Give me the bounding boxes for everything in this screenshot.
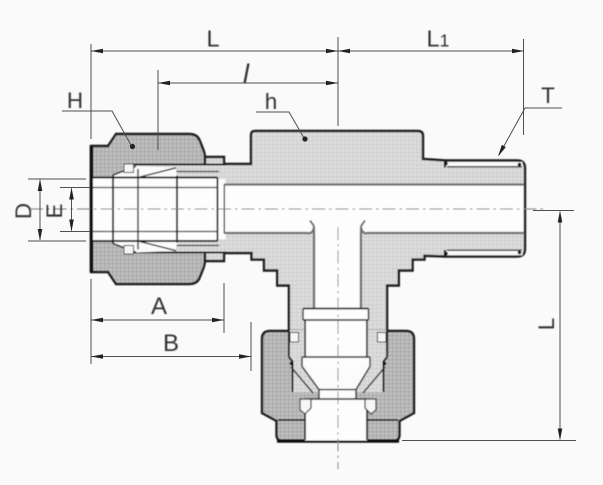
svg-text:D: D [11, 203, 36, 219]
svg-text:L1: L1 [427, 26, 450, 52]
svg-text:A: A [151, 293, 167, 320]
svg-text:H: H [67, 88, 83, 113]
svg-text:T: T [541, 83, 555, 108]
svg-text:B: B [163, 330, 179, 357]
svg-text:l: l [243, 59, 250, 89]
svg-text:L: L [534, 318, 559, 331]
svg-text:h: h [265, 89, 278, 114]
svg-text:E: E [42, 203, 67, 218]
svg-text:L: L [206, 26, 219, 52]
